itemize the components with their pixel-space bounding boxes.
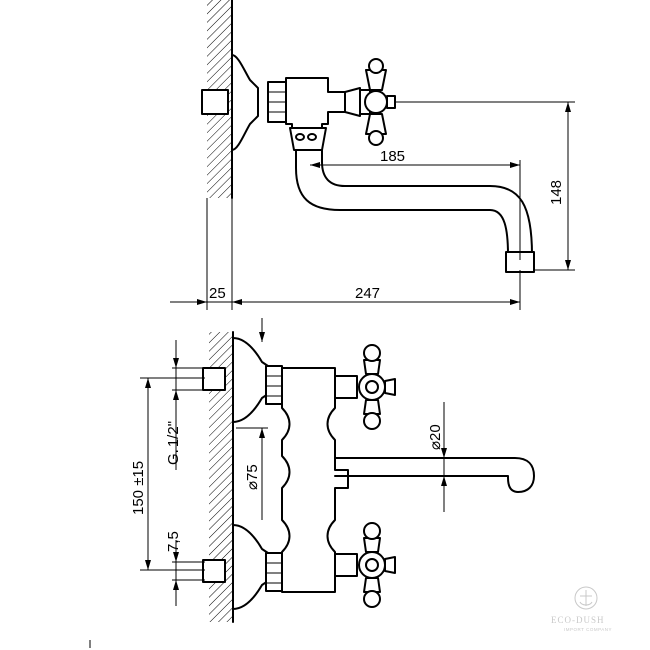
dim-centers: 150 ±15 xyxy=(130,461,147,515)
dim-thread: G.1/2" xyxy=(165,421,182,465)
wall-connector-top xyxy=(202,367,226,391)
mixer-body-side xyxy=(285,77,346,131)
watermark-logo: ECO-DUSH IMPORT COMPANY xyxy=(551,586,612,632)
cross-handle-bottom xyxy=(334,522,396,608)
wall-flange-bottom xyxy=(232,524,269,610)
dim-spout-dia: ⌀20 xyxy=(427,424,444,450)
spout-side xyxy=(295,149,509,256)
spout-front xyxy=(334,457,535,493)
cross-handle-top xyxy=(334,344,396,430)
body-nut-top xyxy=(265,365,283,405)
wall-connector-side xyxy=(201,89,229,115)
dim-spout-reach: 185 xyxy=(380,148,405,165)
watermark-tagline: IMPORT COMPANY xyxy=(564,627,612,632)
front-view: 150 ±15 G.1/2" 7,5 ⌀75 ⌀20 xyxy=(130,318,535,623)
cross-handle-side xyxy=(344,58,396,146)
dim-height: 148 xyxy=(548,180,565,205)
body-nut-bottom xyxy=(265,552,283,592)
mixer-body-front xyxy=(281,367,349,593)
dim-wall-offset: 25 xyxy=(209,285,226,302)
wall-flange-top xyxy=(232,337,269,423)
side-view: 185 148 25 247 xyxy=(170,0,575,310)
dim-total-depth: 247 xyxy=(355,285,380,302)
watermark-name: ECO-DUSH xyxy=(551,615,605,625)
dim-flange-dia: ⌀75 xyxy=(244,464,261,490)
wall-connector-bottom xyxy=(202,559,226,583)
wall-flange-side xyxy=(231,54,259,151)
dim-offset: 7,5 xyxy=(165,531,182,552)
